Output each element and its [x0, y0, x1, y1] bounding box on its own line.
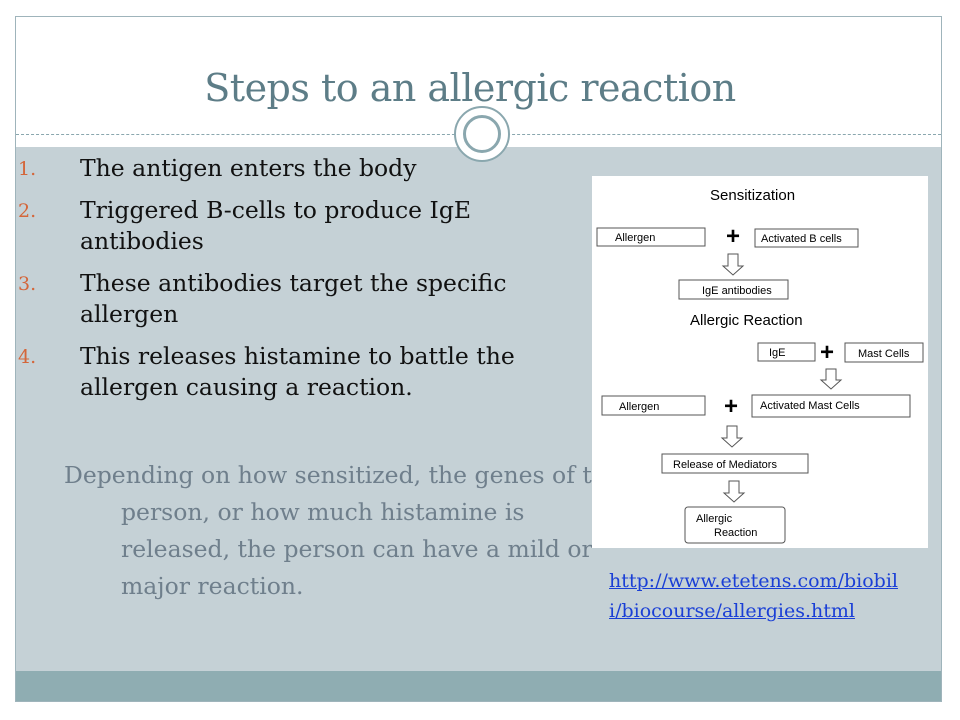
box-ige [757, 342, 816, 362]
step-number: 3. [18, 273, 37, 295]
step-text: This releases histamine to battle the al… [80, 342, 515, 401]
arrow-down-4 [722, 480, 746, 503]
step-text: Triggered B-cells to produce IgE antibod… [80, 196, 472, 255]
plus-sign-2: + [820, 339, 834, 366]
source-link[interactable]: http://www.etetens.com/biobili/biocourse… [609, 570, 898, 622]
step-text: These antibodies target the specific all… [80, 269, 507, 328]
box-allergen-2 [601, 395, 706, 416]
step-text: The antigen enters the body [80, 154, 417, 182]
plus-sign-3: + [724, 393, 738, 420]
label-allergic-reaction-line1: Allergic [696, 513, 733, 525]
label-ige-antibodies: IgE antibodies [702, 285, 772, 297]
footer-bar [16, 671, 941, 701]
decorative-ring-icon [454, 106, 510, 162]
steps-list: 1. The antigen enters the body 2. Trigge… [18, 153, 563, 414]
plus-sign-1: + [726, 223, 740, 250]
box-ige-antibodies [678, 279, 789, 300]
arrow-down-1 [721, 253, 745, 276]
slide-title: Steps to an allergic reaction [204, 66, 736, 110]
label-allergen-2: Allergen [619, 401, 659, 413]
step-number: 4. [18, 346, 37, 368]
arrow-down-3 [720, 425, 744, 448]
label-ige: IgE [769, 347, 786, 359]
step-number: 1. [18, 158, 37, 180]
arrow-down-2 [819, 368, 843, 390]
label-release-of-mediators: Release of Mediators [673, 459, 777, 471]
label-allergic-reaction-line2: Reaction [714, 527, 757, 539]
label-activated-mast-cells: Activated Mast Cells [760, 400, 860, 412]
box-mast-cells [844, 342, 924, 363]
step-item: 4. This releases histamine to battle the… [18, 341, 563, 403]
heading-sensitization: Sensitization [710, 187, 795, 204]
step-item: 1. The antigen enters the body [18, 153, 563, 184]
box-allergen-1 [596, 227, 706, 247]
label-activated-b-cells: Activated B cells [761, 233, 842, 245]
step-number: 2. [18, 200, 37, 222]
sensitization-diagram: Sensitization Allergen + Activated B cel… [592, 176, 928, 548]
heading-allergic-reaction: Allergic Reaction [690, 312, 803, 329]
box-activated-b-cells [754, 228, 859, 248]
diagram-canvas: Sensitization Allergen + Activated B cel… [596, 187, 924, 544]
step-item: 2. Triggered B-cells to produce IgE anti… [18, 195, 563, 257]
box-release-of-mediators [661, 453, 809, 474]
box-allergic-reaction [684, 506, 786, 544]
box-activated-mast-cells [751, 394, 911, 418]
step-item: 3. These antibodies target the specific … [18, 268, 563, 330]
label-allergen-1: Allergen [615, 232, 655, 244]
label-mast-cells: Mast Cells [858, 348, 910, 360]
explanatory-note: Depending on how sensitized, the genes o… [64, 461, 621, 600]
